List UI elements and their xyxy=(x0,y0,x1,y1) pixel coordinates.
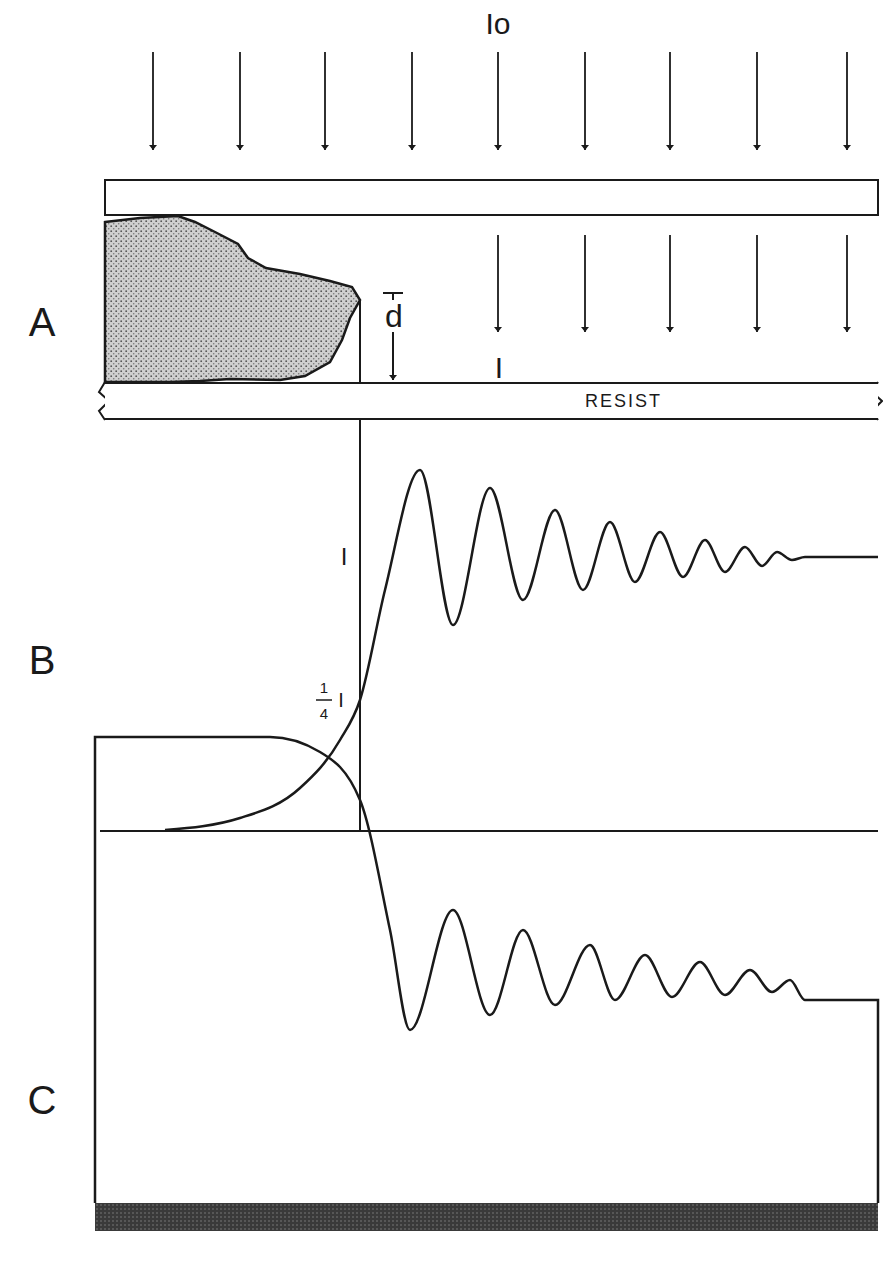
intensity-curve xyxy=(165,470,878,830)
ray-arrow xyxy=(497,235,499,332)
mask-plate xyxy=(105,180,878,215)
resist-layer: RESIST xyxy=(105,382,878,420)
fraction-numerator: 1 xyxy=(320,680,328,695)
opaque-mask-feature xyxy=(105,216,360,382)
ray-arrow xyxy=(756,235,758,332)
ray-arrow xyxy=(584,52,586,150)
ray-arrow xyxy=(239,52,241,150)
panel-letter: C xyxy=(28,1080,57,1120)
ray-arrow xyxy=(584,235,586,332)
ray-arrow xyxy=(846,235,848,332)
position-axis xyxy=(100,830,878,832)
axis-tick: I xyxy=(341,545,348,569)
transmitted-intensity: I xyxy=(495,353,503,383)
axis-tick: I xyxy=(338,690,344,710)
gap-dimension: d xyxy=(385,300,403,332)
panel-letter: A xyxy=(29,302,56,342)
dimension-line xyxy=(392,332,394,380)
ray-arrow xyxy=(324,52,326,150)
ray-arrow xyxy=(152,52,154,150)
ray-arrow xyxy=(669,235,671,332)
ray-arrow xyxy=(497,52,499,150)
ray-arrow xyxy=(846,52,848,150)
ray-arrow xyxy=(669,52,671,150)
incident-intensity: Io xyxy=(485,9,510,39)
fraction-denominator: 4 xyxy=(320,706,328,721)
resist-profile xyxy=(95,737,878,1203)
fraction-bar xyxy=(316,699,332,701)
panel-letter: B xyxy=(29,640,56,680)
ray-arrow xyxy=(756,52,758,150)
ray-arrow xyxy=(411,52,413,150)
layer-label: RESIST xyxy=(585,391,662,412)
intensity-axis xyxy=(359,300,361,832)
dimension-line xyxy=(392,293,394,300)
substrate xyxy=(95,1203,878,1231)
